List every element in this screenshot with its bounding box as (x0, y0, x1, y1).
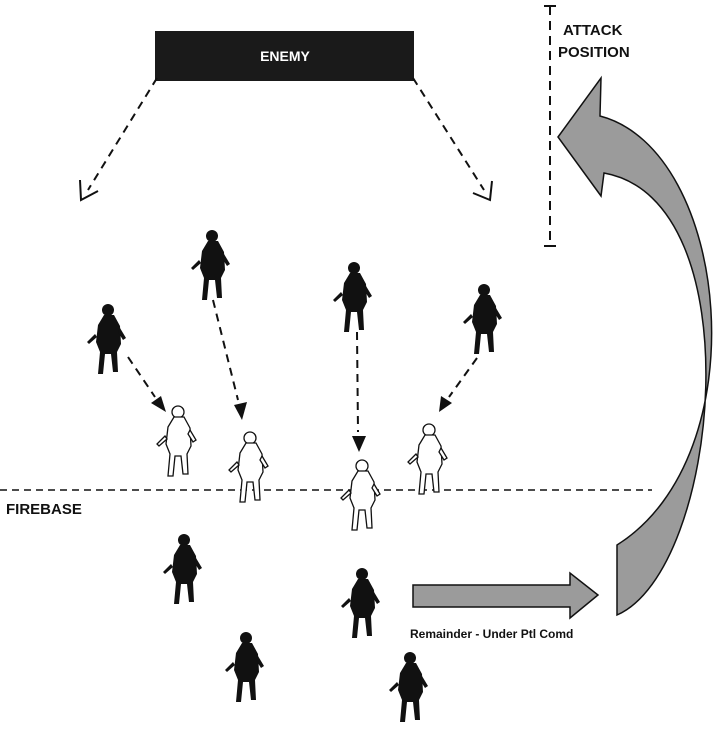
enemy-arrow-right-head (472, 180, 493, 202)
remainder-soldiers (163, 534, 428, 722)
movement-arrow-2-head (234, 402, 247, 420)
movement-arrow-3 (356, 331, 359, 433)
enemy-box-fill (155, 31, 414, 81)
advancing-soldiers (87, 230, 502, 374)
enemy-arrow-right (412, 77, 485, 191)
movement-arrow-1-head (151, 396, 166, 412)
enemy-arrow-left-head (79, 179, 99, 202)
soldier-outline-icon (156, 405, 197, 477)
soldier-icon (87, 304, 126, 374)
movement-arrow-2 (212, 299, 239, 401)
movement-arrows (127, 299, 478, 452)
curved-flanking-arrow (557, 75, 713, 617)
soldier-icon (191, 230, 230, 300)
soldier-outline-icon (340, 459, 381, 531)
attack-position-marker (544, 5, 556, 247)
attack-position-label-1: ATTACK (563, 22, 623, 39)
enemy-box: ENEMY (155, 31, 414, 81)
firebase-label: FIREBASE (6, 501, 82, 518)
remainder-arrow (412, 571, 600, 620)
enemy-arrow-left (87, 77, 158, 191)
attack-position-label-2: POSITION (558, 44, 630, 61)
soldier-icon (333, 262, 372, 332)
movement-arrow-3-head (352, 436, 366, 452)
soldier-icon (225, 632, 264, 702)
enemy-dashed-arrows (79, 77, 493, 202)
soldier-icon (163, 534, 202, 604)
movement-arrow-4 (448, 357, 478, 398)
enemy-label: ENEMY (260, 48, 310, 64)
soldier-icon (463, 284, 502, 354)
remainder-label: Remainder - Under Ptl Comd (410, 627, 573, 641)
movement-arrow-4-head (439, 396, 452, 412)
soldier-icon (389, 652, 428, 722)
soldier-outline-icon (228, 431, 269, 503)
soldier-icon (341, 568, 380, 638)
movement-arrow-1 (127, 356, 156, 398)
soldier-outline-icon (407, 423, 448, 495)
new-position-soldiers (156, 405, 448, 531)
